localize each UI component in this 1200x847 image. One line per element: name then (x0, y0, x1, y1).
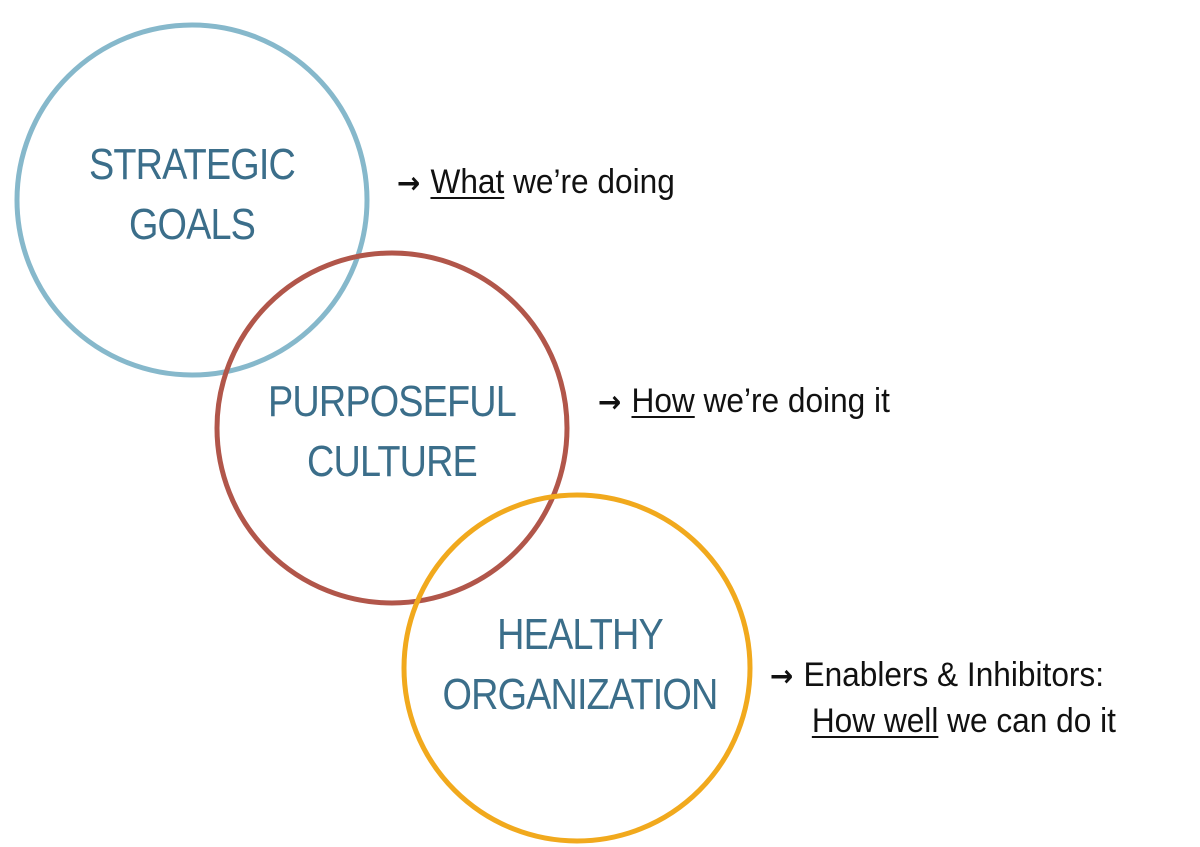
purposeful-culture-label-line1: PURPOSEFUL (268, 377, 517, 426)
healthy-organization-label: HEALTHY ORGANIZATION (430, 605, 731, 725)
purposeful-culture-label-line2: CULTURE (307, 437, 478, 486)
healthy-organization-label-line2: ORGANIZATION (442, 670, 719, 719)
description-keyword: What (430, 163, 505, 201)
right-arrow-icon: → (770, 659, 794, 694)
purposeful-culture-description: → How we’re doing it (598, 379, 890, 425)
healthy-organization-label-line1: HEALTHY (497, 610, 664, 659)
strategic-goals-label: STRATEGIC GOALS (63, 135, 321, 255)
strategic-goals-circle (14, 22, 370, 378)
healthy-organization-description: → Enablers & Inhibitors: How well we can … (770, 653, 1116, 743)
right-arrow-icon: → (397, 166, 421, 201)
description-text: we can do it (947, 702, 1116, 740)
description-heading: Enablers & Inhibitors: (803, 656, 1105, 694)
description-text: we’re doing (513, 163, 675, 201)
strategic-goals-description: → What we’re doing (397, 160, 675, 206)
description-keyword: How (631, 382, 695, 420)
description-keyword: How well (811, 702, 939, 740)
strategic-goals-label-line2: GOALS (128, 200, 256, 249)
purposeful-culture-label: PURPOSEFUL CULTURE (263, 372, 521, 492)
healthy-organization-circle (401, 492, 753, 844)
purposeful-culture-circle (214, 250, 570, 606)
right-arrow-icon: → (598, 385, 622, 420)
description-text: we’re doing it (703, 382, 890, 420)
strategic-goals-label-line1: STRATEGIC (89, 140, 296, 189)
